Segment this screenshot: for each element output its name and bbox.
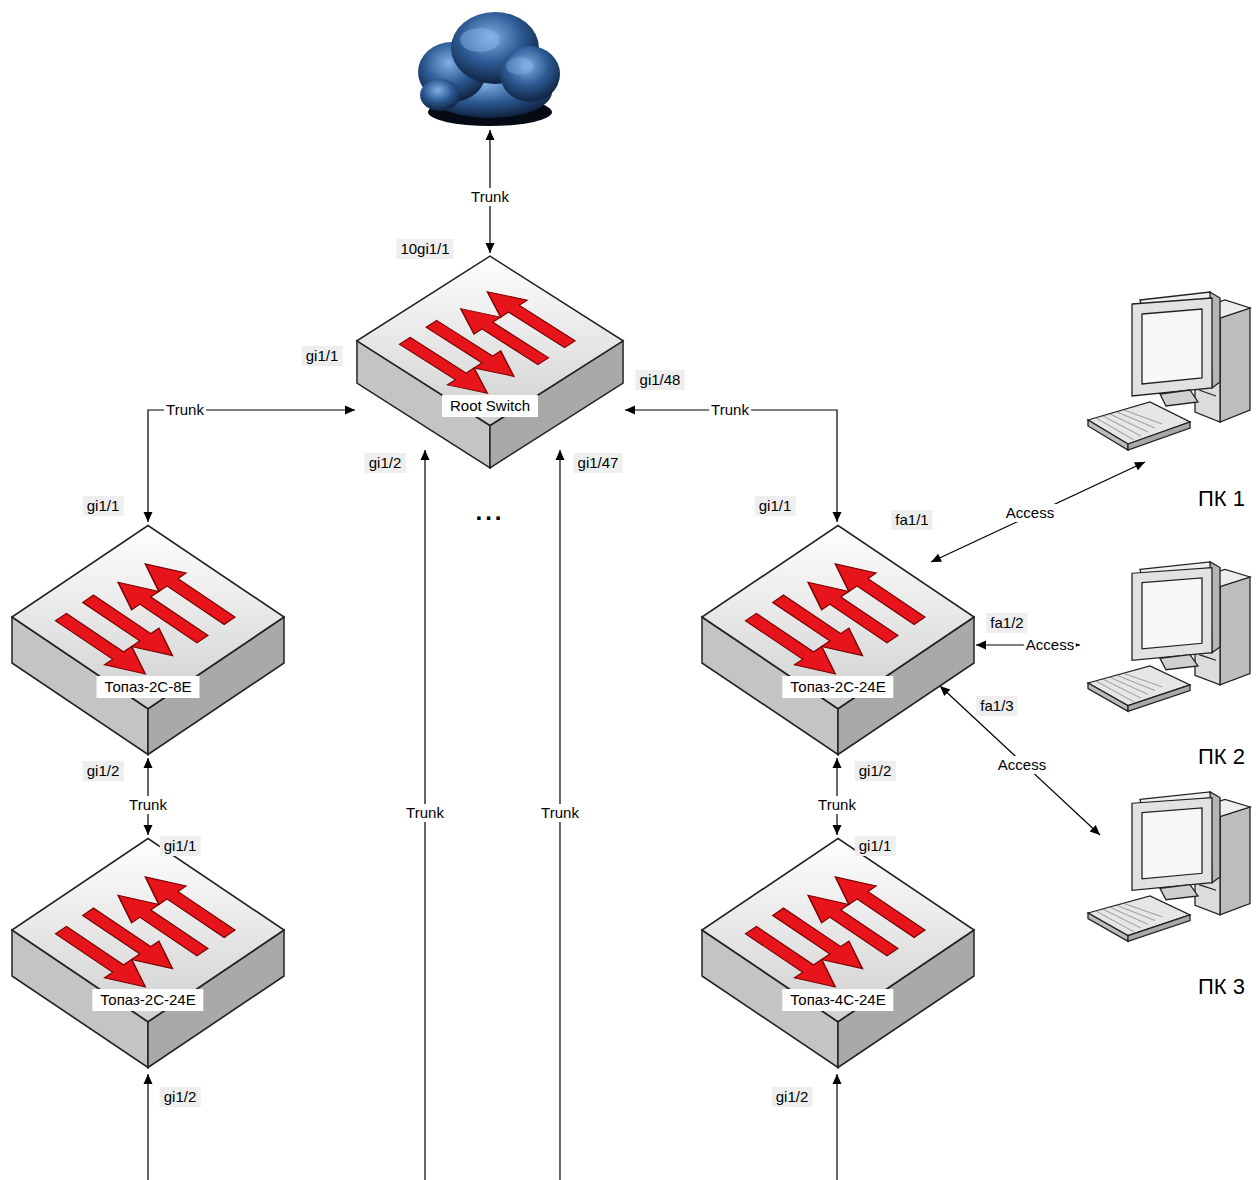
port-name: gi1/47 (574, 453, 623, 473)
link-type: Trunk (164, 401, 206, 419)
port-name: gi1/48 (636, 370, 685, 390)
cloud (418, 12, 560, 126)
pc-name: ПК 3 (1198, 974, 1245, 1000)
link-connector (940, 686, 1100, 835)
switch-node: Топаз-4С-24Е (700, 835, 976, 1071)
pc-icon (1080, 790, 1255, 1000)
trunk-wires (148, 130, 837, 1180)
port-name: gi1/2 (855, 761, 896, 781)
port-name: fa1/2 (986, 613, 1027, 633)
port-name: 10gi1/1 (396, 239, 453, 259)
port-name: gi1/2 (365, 453, 406, 473)
switch-icon (700, 835, 976, 1071)
port-name: gi1/1 (855, 836, 896, 856)
link-connector (931, 462, 1145, 562)
switch-icon (10, 522, 286, 758)
pc-name: ПК 1 (1198, 486, 1245, 512)
link-type: Trunk (709, 401, 751, 419)
link-connector (625, 410, 837, 522)
switch-node: Топаз-2С-24Е (10, 835, 286, 1071)
switch-node: Топаз-2С-24Е (700, 522, 976, 758)
port-name: fa1/3 (976, 696, 1017, 716)
pc-node: ПК 2 (1080, 560, 1255, 770)
link-connector (148, 410, 355, 522)
switch-name: Топаз-2С-24Е (782, 676, 893, 698)
port-name: gi1/1 (302, 346, 343, 366)
link-type: Trunk (539, 804, 581, 822)
port-name: gi1/2 (83, 761, 124, 781)
switch-icon (355, 253, 625, 471)
port-name: gi1/1 (160, 836, 201, 856)
port-name: gi1/2 (772, 1087, 813, 1107)
link-type: Trunk (127, 796, 169, 814)
link-type: Trunk (816, 796, 858, 814)
link-type: Trunk (469, 188, 511, 206)
port-name: gi1/1 (755, 496, 796, 516)
ellipsis: ... (475, 503, 504, 521)
switch-node: Root Switch (355, 253, 625, 471)
pc-name: ПК 2 (1198, 744, 1245, 770)
switch-icon (10, 835, 286, 1071)
pc-icon (1080, 290, 1255, 512)
link-type: Trunk (404, 804, 446, 822)
switch-name: Топаз-2С-8Е (96, 676, 199, 698)
link-type: Access (1004, 504, 1056, 522)
switch-icon (700, 522, 976, 758)
switch-name: Root Switch (442, 395, 538, 417)
port-name: gi1/1 (83, 496, 124, 516)
port-name: fa1/1 (891, 510, 932, 530)
switch-name: Топаз-2С-24Е (92, 989, 203, 1011)
pc-node: ПК 1 (1080, 290, 1255, 512)
switch-name: Топаз-4С-24Е (782, 989, 893, 1011)
pc-icon (1080, 560, 1255, 770)
port-name: gi1/2 (160, 1087, 201, 1107)
switch-node: Топаз-2С-8Е (10, 522, 286, 758)
link-type: Access (1024, 636, 1076, 654)
link-type: Access (996, 756, 1048, 774)
pc-node: ПК 3 (1080, 790, 1255, 1000)
